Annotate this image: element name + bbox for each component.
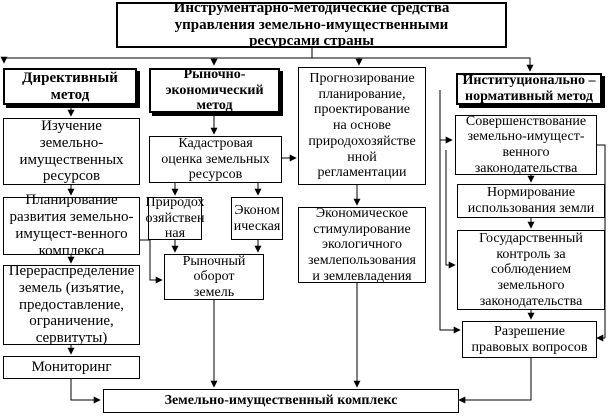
- legislation-improvement-line-2: земельно-имущест-: [467, 129, 585, 145]
- legislation-improvement-line-1: Совершенствование: [465, 113, 587, 129]
- legislation-improvement-line-3: венного: [502, 145, 550, 160]
- land-redistribution-box: Перераспределение земель (изъятие, предо…: [3, 263, 140, 347]
- land-redistribution-line-5: сервитуты): [35, 330, 108, 347]
- economic-stimulation-box: Экономическое стимулирование экологичног…: [298, 205, 426, 284]
- natural-economic-line-2: озяйствен: [145, 210, 205, 226]
- title-line-1: Инструментарно-методические средства: [173, 0, 450, 16]
- economic-stimulation-line-3: экологичного: [321, 237, 403, 253]
- economic-stimulation-line-5: и землевладения: [312, 268, 412, 284]
- economic-stimulation-line-2: стимулирование: [313, 221, 411, 237]
- study-resources-line-4: ресурсов: [42, 168, 101, 185]
- legal-resolution-line-2: правовых вопросов: [471, 339, 588, 355]
- title-box: Инструментарно-методические средства упр…: [116, 0, 507, 50]
- study-resources-line-1: Изучение: [41, 117, 102, 134]
- forecasting-planning-line-7: регламентации: [317, 165, 407, 181]
- connector-bus-control: [445, 150, 456, 269]
- market-method-line-2: экономический: [165, 82, 264, 98]
- market-method-box: Рыночно- экономический метод: [149, 67, 280, 114]
- natural-economic-line-3: ная: [164, 226, 186, 242]
- land-redistribution-line-3: предоставление,: [18, 296, 125, 313]
- connector-resolution-complex: [458, 358, 532, 404]
- connector-improvement-resolution: [597, 144, 606, 338]
- land-redistribution-line-2: земель (изъятие,: [18, 279, 125, 296]
- title-line-2: управления земельно-имущественными: [174, 16, 449, 33]
- forecasting-planning-line-4: на основе: [332, 118, 391, 134]
- study-resources-line-3: имущественных: [19, 151, 124, 168]
- economic-type-line-1: Эконом: [234, 202, 280, 218]
- land-property-complex-line-1: Земельно-имущественный комплекс: [164, 393, 398, 409]
- connector-title-institutional: [312, 57, 534, 72]
- monitoring-line-1: Мониторинг: [31, 359, 112, 376]
- economic-type-box: Эконом ическая: [231, 197, 283, 240]
- study-resources-line-2: земельно-: [39, 134, 104, 151]
- land-property-complex-box: Земельно-имущественный комплекс: [103, 389, 459, 413]
- cadastral-valuation-line-1: Кадастровая: [178, 136, 253, 151]
- planning-development-line-3: имущест-венного: [15, 226, 128, 242]
- cadastral-valuation-line-2: оценка земельных: [161, 151, 270, 167]
- forecasting-planning-box: Прогнозирование планирование, проектиров…: [298, 67, 426, 185]
- land-redistribution-line-4: ограничение,: [29, 313, 114, 330]
- forecasting-planning-line-6: нной: [347, 149, 377, 165]
- state-control-line-4: земельного: [497, 277, 565, 293]
- state-control-line-5: законодательства: [479, 293, 583, 309]
- institutional-method-line-1: Институционально –: [462, 73, 596, 89]
- institutional-method-box: Институционально – нормативный метод: [456, 73, 602, 105]
- land-use-norming-box: Нормирование использования земли: [457, 184, 605, 218]
- state-control-line-1: Государственный: [479, 230, 583, 246]
- economic-type-line-2: ическая: [233, 218, 281, 234]
- connector-monitoring-complex: [70, 379, 101, 404]
- land-use-norming-line-1: Нормирование: [486, 185, 576, 201]
- connector-institutional-bus: [439, 90, 461, 334]
- land-use-norming-line-2: использования земли: [467, 201, 595, 216]
- legal-resolution-line-1: Разрешение: [494, 323, 565, 339]
- forecasting-planning-line-2: планирование,: [318, 86, 406, 102]
- market-method-line-3: метод: [196, 98, 233, 114]
- planning-development-line-4: комплекса: [38, 242, 105, 259]
- title-line-3: ресурсами страны: [249, 33, 374, 50]
- cadastral-valuation-line-3: ресурсов: [188, 167, 243, 183]
- directive-method-line-2: метод: [50, 86, 90, 103]
- connector-planning-turnover: [140, 239, 163, 284]
- market-turnover-line-3: земель: [193, 284, 235, 300]
- directive-method-box: Директивный метод: [3, 68, 137, 105]
- market-turnover-line-1: Рыночный: [182, 253, 246, 269]
- monitoring-box: Мониторинг: [3, 356, 140, 379]
- planning-development-line-2: развития земельно-: [9, 209, 134, 226]
- directive-method-line-1: Директивный: [22, 69, 118, 86]
- forecasting-planning-line-5: природохозяйстве: [308, 133, 416, 149]
- cadastral-valuation-box: Кадастровая оценка земельных ресурсов: [149, 136, 282, 183]
- market-turnover-line-2: оборот: [193, 269, 235, 285]
- state-control-line-3: соблюдением: [490, 262, 572, 278]
- market-method-line-1: Рыночно-: [183, 67, 246, 82]
- legislation-improvement-line-4: законодательства: [474, 160, 578, 176]
- legislation-improvement-box: Совершенствование земельно-имущест- венн…: [455, 113, 597, 176]
- connector-title-bus: [0, 47, 313, 64]
- state-control-box: Государственный контроль за соблюдением …: [457, 230, 605, 310]
- legal-resolution-box: Разрешение правовых вопросов: [462, 321, 597, 358]
- institutional-method-line-2: нормативный метод: [465, 89, 593, 104]
- state-control-line-2: контроль за: [496, 246, 566, 262]
- planning-development-box: Планирование развития земельно- имущест-…: [3, 192, 140, 259]
- land-redistribution-line-1: Перераспределение: [8, 263, 135, 280]
- economic-stimulation-line-1: Экономическое: [315, 205, 409, 221]
- planning-development-line-1: Планирование: [25, 192, 118, 209]
- forecasting-planning-line-3: проектирование: [314, 102, 410, 118]
- economic-stimulation-line-4: землепользования: [308, 252, 416, 268]
- study-resources-box: Изучение земельно- имущественных ресурсо…: [3, 118, 140, 185]
- natural-economic-box: Природох озяйствен ная: [145, 195, 205, 242]
- market-turnover-box: Рыночный оборот земель: [164, 254, 264, 300]
- natural-economic-line-1: Природох: [145, 195, 205, 210]
- forecasting-planning-line-1: Прогнозирование: [309, 71, 415, 87]
